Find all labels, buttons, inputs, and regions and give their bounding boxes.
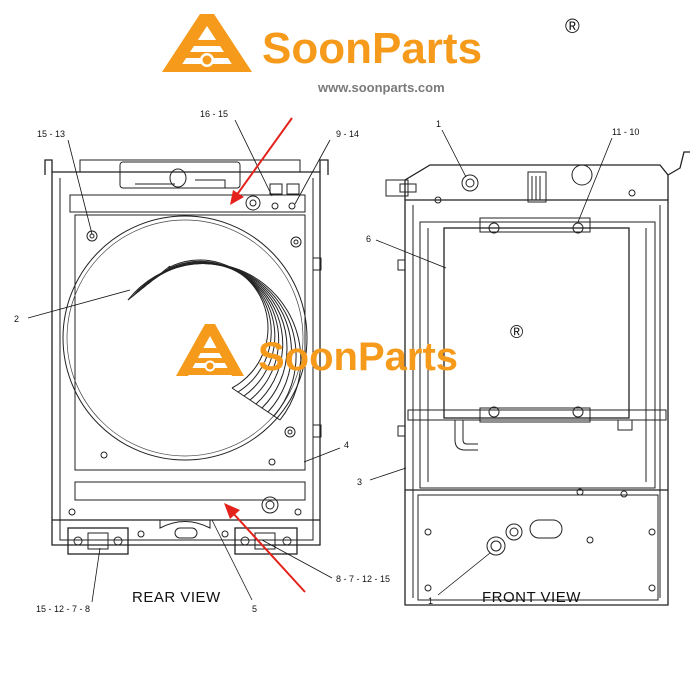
callout-9-14: 9 - 14 — [336, 129, 359, 139]
callout-16-15: 16 - 15 — [200, 109, 228, 119]
callout-15-12-7-8: 15 - 12 - 7 - 8 — [36, 604, 90, 614]
callout-1-top: 1 — [436, 119, 441, 129]
rear-leaders — [27, 119, 341, 603]
callout-6: 6 — [366, 234, 371, 244]
front-view-label: FRONT VIEW — [482, 589, 581, 606]
watermark-logo-icon — [176, 324, 244, 376]
callout-15-13: 15 - 13 — [37, 129, 65, 139]
callout-4: 4 — [344, 440, 349, 450]
callout-3: 3 — [357, 477, 362, 487]
brand-name: SoonParts — [262, 24, 482, 73]
callout-11-10: 11 - 10 — [612, 127, 639, 137]
callout-5: 5 — [252, 604, 257, 614]
callout-2: 2 — [14, 314, 19, 324]
brand-logo: SoonParts ® www.soonparts.com — [162, 14, 580, 95]
brand-logo-icon — [162, 14, 252, 72]
fan-coil — [127, 259, 302, 421]
callout-8-7-12-15: 8 - 7 - 12 - 15 — [336, 574, 390, 584]
rear-view-drawing — [44, 159, 329, 555]
oil-cooler — [443, 217, 630, 423]
callout-1-bottom: 1 — [428, 596, 433, 606]
red-arrows — [224, 117, 306, 593]
watermark-logo: SoonParts ® — [176, 322, 523, 379]
watermark-name: SoonParts — [258, 335, 458, 379]
registered-mark: ® — [565, 16, 580, 38]
watermark-registered-mark: ® — [510, 322, 523, 342]
rear-view-label: REAR VIEW — [132, 589, 221, 606]
front-view-drawing — [385, 151, 690, 606]
brand-url: www.soonparts.com — [317, 80, 445, 95]
front-leaders — [369, 129, 613, 596]
